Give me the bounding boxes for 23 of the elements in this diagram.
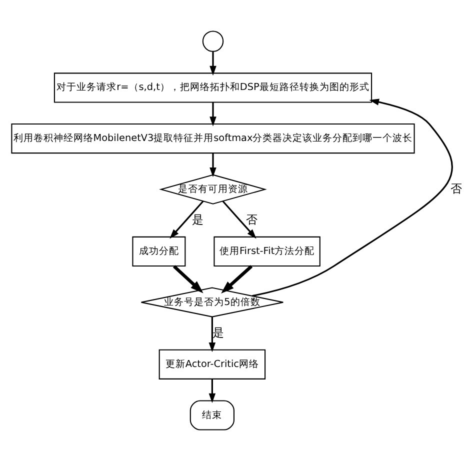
node-box: 使用First-Fit方法分配 [214,236,320,266]
arrow [208,378,216,403]
arrow [221,264,253,294]
arrow [172,264,204,293]
node-circle [202,30,224,52]
arrow [208,316,216,352]
arrow [252,98,453,296]
arrow [210,152,216,177]
arrow [222,200,256,238]
node-box: 利用卷积神经网络MobilenetV3提取特征并用softmax分类器决定该业务分配到哪一个波长 [11,122,415,154]
node-diamond: 业务号是否为5的倍数 [140,286,284,317]
node-diamond: 是否有可用资源 [159,174,267,204]
arrow [210,102,216,126]
node-box: 结束 [190,400,234,430]
edge-label: 是 [212,326,224,339]
arrow [210,51,216,76]
edge-label: 否 [450,182,462,195]
edge-label: 是 [192,212,203,226]
node-box: 对于业务请求r=（s,d,t），把网络拓扑和DSP最短路径转换为图的形式 [54,72,372,102]
node-box: 成功分配 [132,236,186,266]
arrow [170,200,204,238]
node-box: 更新Actor-Critic网络 [158,348,266,379]
edge-label: 否 [246,212,257,226]
